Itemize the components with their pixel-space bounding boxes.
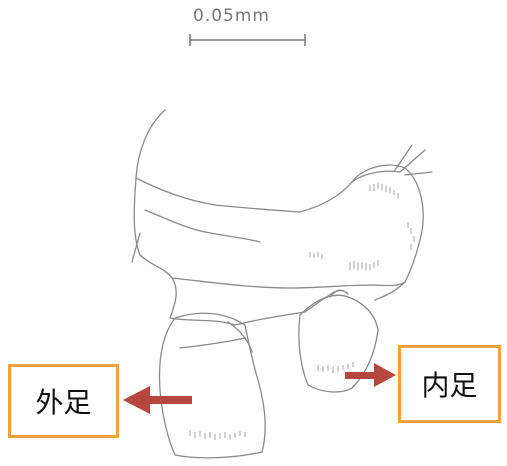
outer-leg-outline <box>160 313 266 458</box>
scale-bar-label: 0.05mm <box>193 6 270 26</box>
arrow-to-outer-label <box>123 386 192 414</box>
inner-leg-label: 内足 <box>398 345 501 423</box>
outer-leg-label-text: 外足 <box>35 381 91 421</box>
inner-fold <box>145 210 260 242</box>
right-setae <box>395 145 432 175</box>
inner-leg-label-text: 内足 <box>421 364 477 404</box>
body-outline <box>134 110 340 325</box>
appendage-sketch <box>132 110 432 458</box>
body-upper-edge <box>136 171 400 212</box>
body-lower-edge <box>172 278 405 288</box>
outer-leg-segment <box>228 322 252 352</box>
outer-leg-label: 外足 <box>8 364 119 438</box>
hatching <box>190 183 414 440</box>
body-right-lobe <box>352 165 423 300</box>
scale-bar <box>190 34 305 46</box>
outer-leg-inner-line <box>180 338 245 348</box>
